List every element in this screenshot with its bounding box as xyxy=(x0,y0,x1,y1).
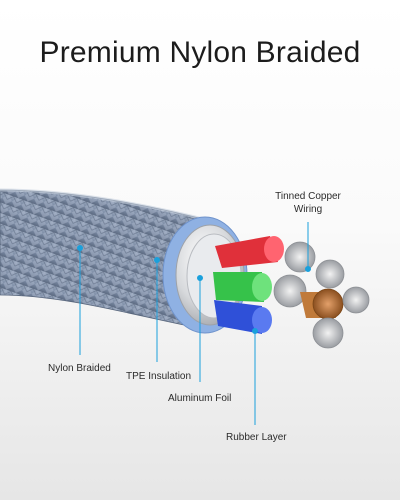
callout-tinned-copper: Tinned Copper Wiring xyxy=(268,190,348,216)
strands-bottom xyxy=(312,317,344,349)
strands-middle xyxy=(273,274,307,308)
strands-top-right xyxy=(315,259,345,289)
page-title: Premium Nylon Braided xyxy=(39,36,361,69)
callout-tinned-copper-line2: Wiring xyxy=(293,204,323,215)
callout-aluminum-foil: Aluminum Foil xyxy=(168,393,232,404)
strands-copper xyxy=(312,288,344,320)
callout-lines xyxy=(77,222,311,425)
callout-nylon-braided: Nylon Braided xyxy=(48,363,111,374)
callout-rubber-layer: Rubber Layer xyxy=(226,432,287,443)
callout-tinned-copper-line1: Tinned Copper xyxy=(275,191,341,202)
callout-tpe-insulation: TPE Insulation xyxy=(126,371,192,382)
wire-blue xyxy=(214,300,272,334)
wire-green xyxy=(213,272,272,302)
strands-right xyxy=(342,286,370,314)
wire-red xyxy=(215,236,284,268)
